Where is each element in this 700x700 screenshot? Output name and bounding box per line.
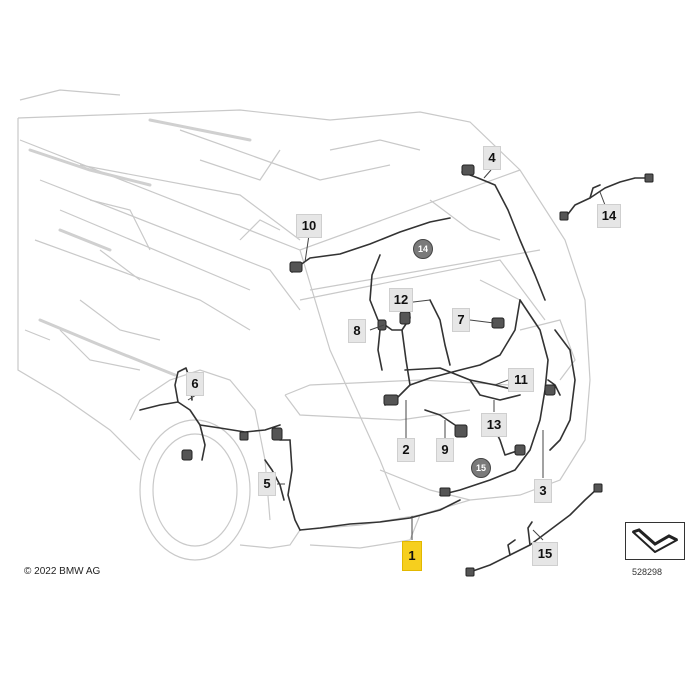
callout-15: 15 [532,542,558,566]
callout-8: 8 [348,319,366,343]
callout-5: 5 [258,472,276,496]
callout-14: 14 [597,204,621,228]
callout-4: 4 [483,146,501,170]
view-direction-icon [625,522,685,560]
vehicle-body-outline [17,89,591,561]
circled-ref-14: 14 [413,239,433,259]
callout-3: 3 [534,479,552,503]
callout-12: 12 [389,288,413,312]
rear-wiring-harness [139,171,651,573]
callout-7: 7 [452,308,470,332]
leader-lines [187,169,606,541]
callout-11: 11 [508,368,534,392]
copyright-text: © 2022 BMW AG [24,566,101,577]
callout-6: 6 [186,372,204,396]
connectors [181,164,654,577]
front-harness-faint [28,118,252,377]
document-number: 528298 [632,567,663,577]
callout-1-highlighted: 1 [402,541,422,571]
callout-9: 9 [436,438,454,462]
callout-13: 13 [481,413,507,437]
callout-10: 10 [296,214,322,238]
circled-ref-15: 15 [471,458,491,478]
callout-2: 2 [397,438,415,462]
